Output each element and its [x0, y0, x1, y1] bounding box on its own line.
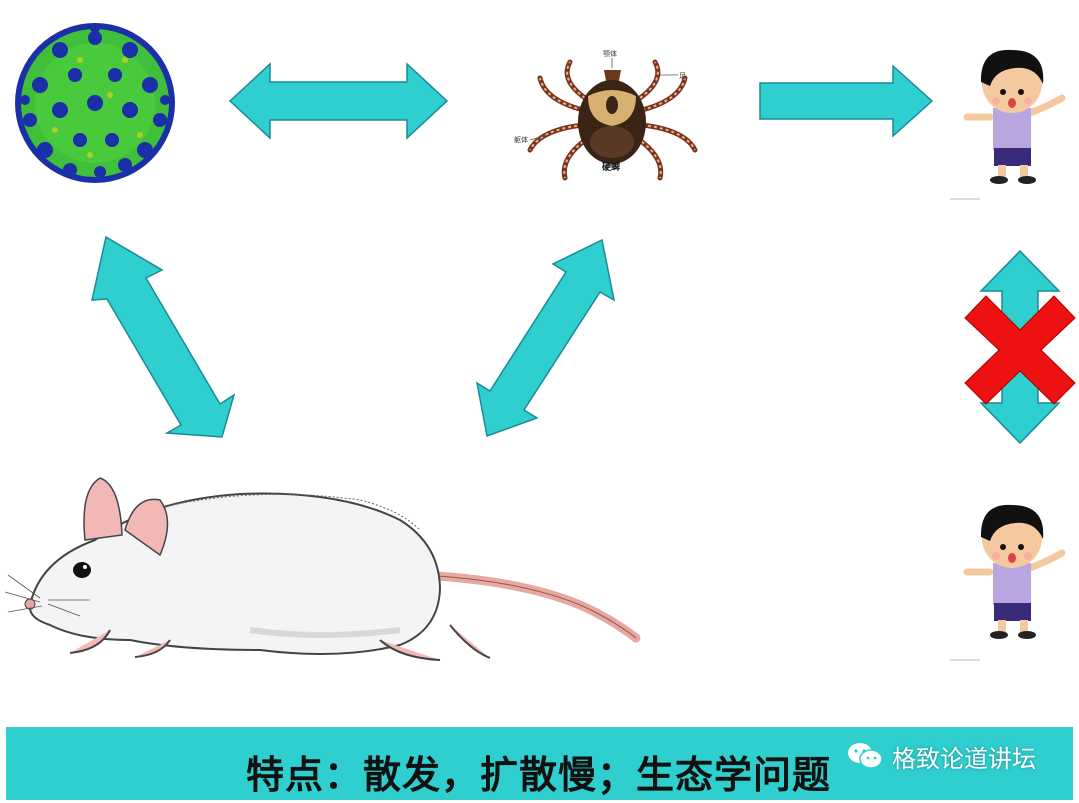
- blocked-cross-icon: [964, 295, 1076, 405]
- tick-label-left: 躯体: [514, 136, 528, 144]
- watermark: 格致论道讲坛: [846, 737, 1036, 775]
- arrow-tick-mouse: [475, 238, 616, 438]
- arrow-virus-mouse: [91, 235, 236, 438]
- diagram-canvas: [4, 23, 1076, 661]
- child-figure-top: [963, 49, 1066, 184]
- arrow-virus-tick: [228, 62, 449, 140]
- watermark-text: 格致论道讲坛: [892, 744, 1036, 773]
- wechat-icon: [848, 743, 883, 769]
- arrow-tick-human: [759, 64, 934, 138]
- virus-illustration: [15, 23, 175, 183]
- tick-label-top: 颚体: [603, 50, 617, 58]
- child-figure-bottom: [963, 504, 1066, 639]
- mouse-illustration: [4, 477, 641, 661]
- tick-caption: 硬蜱: [602, 163, 621, 173]
- footer-caption: 特点：散发，扩散慢；生态学问题: [246, 753, 832, 797]
- footer-bar: [6, 727, 1073, 800]
- tick-label-right: 足: [679, 72, 686, 80]
- tick-illustration: [527, 58, 698, 181]
